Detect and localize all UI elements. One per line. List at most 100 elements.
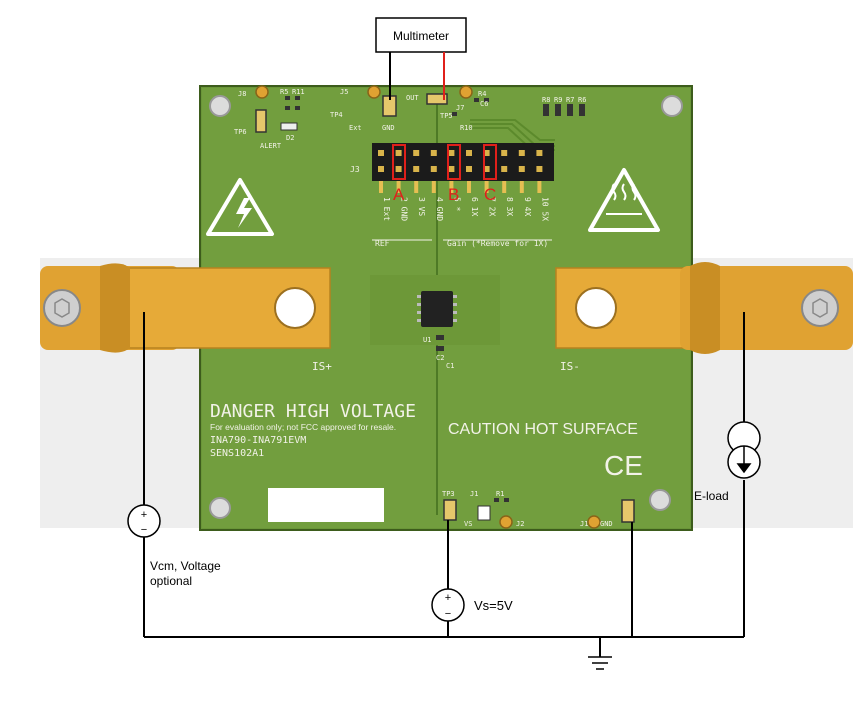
- header-pin: [466, 150, 472, 156]
- ext-label: Ext: [349, 124, 362, 132]
- gain-note: Gain (*Remove for 1X): [447, 239, 548, 248]
- j2-label: J2: [516, 520, 524, 528]
- eload-current-source-icon: [727, 421, 761, 479]
- is-minus-label: IS-: [560, 360, 580, 373]
- wiring: [143, 312, 745, 657]
- marker-a: A: [393, 185, 405, 204]
- header-pin-lead: [484, 181, 489, 193]
- header-pin-lead: [449, 181, 454, 193]
- ref-label: REF: [375, 239, 390, 248]
- header-pin: [501, 166, 508, 172]
- header-pin-lead: [414, 181, 419, 193]
- eload-label: E-load: [694, 489, 729, 503]
- header-pin: [536, 150, 543, 156]
- ce-mark: CE: [604, 450, 643, 481]
- header-j3: [372, 143, 554, 193]
- is-plus-label: IS+: [312, 360, 332, 373]
- vcm-plus: +: [141, 509, 147, 521]
- r9-label: R9: [554, 96, 562, 104]
- pin-label: 1 Ext: [382, 197, 391, 221]
- j1b-label: J1: [580, 520, 588, 528]
- left-bus-bar: [40, 263, 331, 353]
- header-pin: [448, 166, 455, 172]
- header-pin: [501, 150, 508, 156]
- pin-label: 3 VS: [417, 197, 426, 216]
- r8-label: R8: [542, 96, 550, 104]
- ground-icon: [588, 656, 612, 670]
- vcm-minus: −: [141, 524, 147, 536]
- tp4-label: TP4: [330, 111, 343, 119]
- header-pin-lead: [467, 181, 471, 193]
- mounting-hole: [209, 95, 231, 117]
- j8-label: J8: [238, 90, 246, 98]
- vs-voltage-source-icon: [431, 588, 465, 622]
- gnd-bottom-label: GND: [600, 520, 613, 528]
- header-pin: [413, 166, 420, 172]
- header-pin-lead: [519, 181, 524, 193]
- r5-label: R5: [280, 88, 288, 96]
- danger-text: DANGER HIGH VOLTAGE: [210, 401, 416, 422]
- pin-label: 8 3X: [505, 197, 514, 216]
- out-label: OUT: [406, 94, 419, 102]
- marker-c: C: [484, 185, 496, 204]
- j1-label: J1: [470, 490, 478, 498]
- header-pin: [536, 166, 543, 172]
- test-points: [255, 85, 635, 529]
- header-pin: [413, 150, 420, 156]
- pin-label: 9 4X: [523, 197, 532, 216]
- header-pin: [430, 150, 437, 156]
- header-pin-lead: [379, 181, 383, 193]
- high-voltage-warning-icon: [206, 178, 274, 236]
- c2-label: C2: [436, 354, 444, 362]
- vs-label: VS: [464, 520, 472, 528]
- header-pin: [378, 150, 384, 156]
- marker-b: B: [448, 185, 459, 204]
- gnd-label: GND: [382, 124, 395, 132]
- header-pin: [395, 166, 402, 172]
- header-pin: [518, 166, 525, 172]
- mounting-hole: [209, 497, 231, 519]
- j3-label: J3: [350, 165, 360, 174]
- sens-text: SENS102A1: [210, 448, 264, 459]
- r10-label: R10: [460, 124, 473, 132]
- pin-label: 10 5X: [540, 197, 549, 221]
- ic-u1: [421, 291, 453, 327]
- pin-label: 2 GND: [400, 197, 409, 221]
- r4-label: R4: [478, 90, 486, 98]
- c1-label: C1: [446, 362, 454, 370]
- header-pin: [395, 150, 402, 156]
- header-pin: [448, 150, 455, 156]
- header-pin-lead: [396, 181, 401, 193]
- j5-label: J5: [340, 88, 348, 96]
- r7-label: R7: [566, 96, 574, 104]
- caution-text: CAUTION HOT SURFACE: [448, 421, 638, 438]
- header-pin-lead: [537, 181, 542, 193]
- d2-label: D2: [286, 134, 294, 142]
- u1-label: U1: [423, 336, 431, 344]
- r1-label: R1: [496, 490, 504, 498]
- j7-label: J7: [456, 104, 464, 112]
- multimeter-box: [375, 17, 467, 53]
- vs-plus: +: [445, 592, 451, 604]
- c6-label: C6: [480, 100, 488, 108]
- mounting-hole: [661, 95, 683, 117]
- vcm-label: Vcm, Voltage: [150, 559, 221, 573]
- header-pin-lead: [502, 181, 507, 193]
- multimeter-label: Multimeter: [393, 29, 449, 43]
- header-pin: [430, 166, 437, 172]
- tp5-label: TP5: [440, 112, 453, 120]
- tp6-label: TP6: [234, 128, 247, 136]
- pin-label: 7 2X: [488, 197, 497, 216]
- pin-label: 6 1X: [470, 197, 479, 216]
- pin-label: 5 *: [452, 197, 461, 212]
- header-pin: [483, 166, 490, 172]
- jumper-markers: [392, 144, 497, 180]
- r6-label: R6: [578, 96, 586, 104]
- right-bus-bar: [555, 262, 853, 354]
- header-pin: [518, 150, 525, 156]
- header-pin: [483, 150, 490, 156]
- eval-note-text: For evaluation only; not FCC approved fo…: [210, 422, 396, 432]
- header-pin: [378, 166, 384, 172]
- vs-minus: −: [445, 608, 451, 620]
- tp3-label: TP3: [442, 490, 455, 498]
